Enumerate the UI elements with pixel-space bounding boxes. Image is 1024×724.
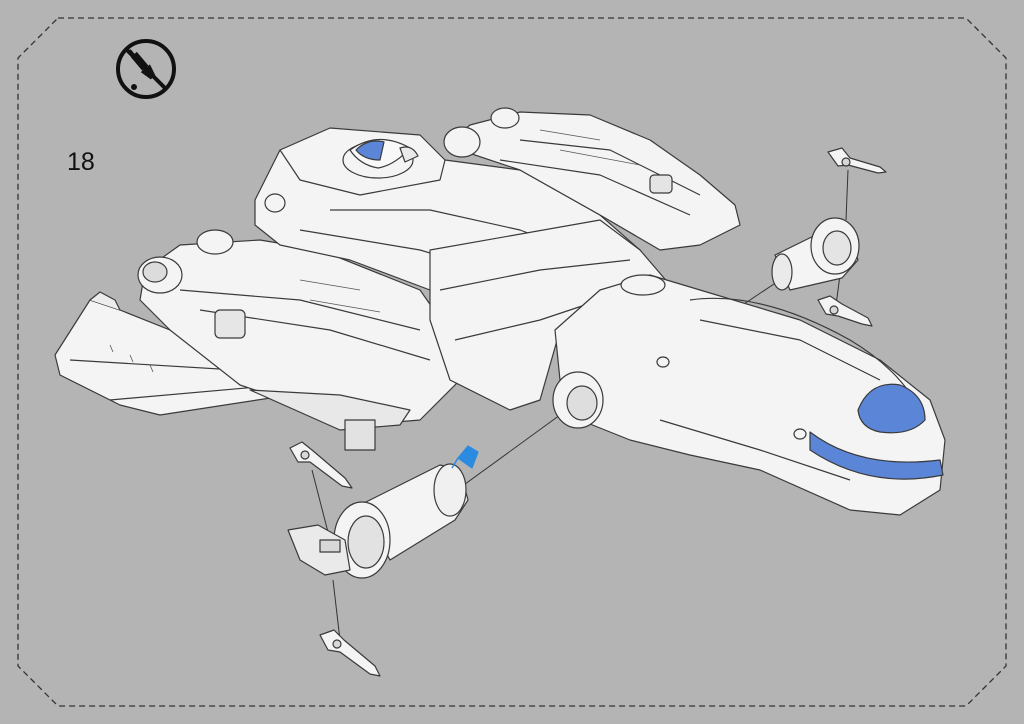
no-glue-icon — [116, 39, 176, 99]
glue-marker — [457, 445, 479, 469]
right-engine-pod — [444, 111, 741, 251]
upper-turret-assembly — [771, 147, 887, 327]
lower-turret-assembly — [287, 441, 479, 677]
lower-gun-bottom — [319, 629, 381, 677]
cockpit-canopy — [857, 383, 926, 434]
upper-gun-top — [827, 147, 887, 174]
upper-gun-bottom — [817, 295, 873, 327]
lower-gun-top — [289, 441, 353, 489]
top-turret — [342, 138, 419, 179]
step-number: 18 — [67, 148, 95, 176]
